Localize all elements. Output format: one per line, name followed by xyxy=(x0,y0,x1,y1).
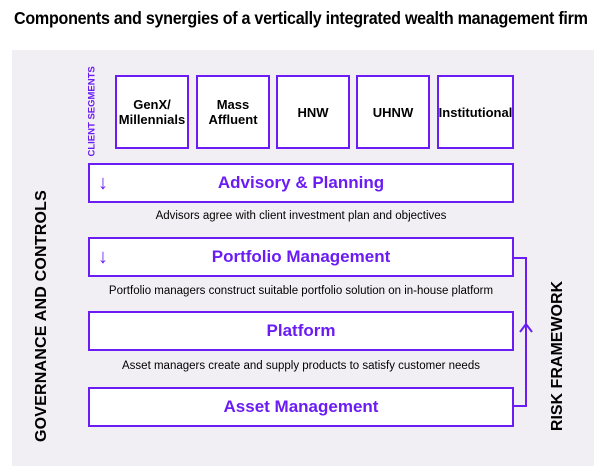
layer-portfolio-management-label: Portfolio Management xyxy=(211,247,391,266)
segment-institutional: Institutional xyxy=(437,75,514,149)
layer-platform: Platform xyxy=(88,311,514,351)
client-segments-label: CLIENT SEGMENTS xyxy=(86,66,98,157)
layer-portfolio-management: ↓ Portfolio Management xyxy=(88,237,514,277)
segment-genx-millennials: GenX/ Millennials xyxy=(115,75,189,149)
layer-advisory-planning: ↓ Advisory & Planning xyxy=(88,163,514,203)
layer-advisory-planning-label: Advisory & Planning xyxy=(217,173,385,192)
segment-mass-affluent: Mass Affluent xyxy=(196,75,270,149)
layer-asset-management: Asset Management xyxy=(88,387,514,427)
advisory-description: Advisors agree with client investment pl… xyxy=(155,210,447,222)
down-arrow-icon: ↓ xyxy=(98,246,108,268)
governance-label: GOVERNANCE AND CONTROLS xyxy=(33,190,50,443)
segment-hnw: HNW xyxy=(276,75,350,149)
segment-uhnw: UHNW xyxy=(356,75,430,149)
layer-asset-management-label: Asset Management xyxy=(223,397,379,416)
risk-framework-label: RISK FRAMEWORK xyxy=(549,280,566,432)
platform-description: Asset managers create and supply product… xyxy=(122,360,480,372)
portfolio-description: Portfolio managers construct suitable po… xyxy=(108,285,494,297)
layer-platform-label: Platform xyxy=(266,321,336,340)
page-title: Components and synergies of a vertically… xyxy=(14,8,588,28)
down-arrow-icon: ↓ xyxy=(98,172,108,194)
feedback-connector-icon xyxy=(514,257,533,407)
